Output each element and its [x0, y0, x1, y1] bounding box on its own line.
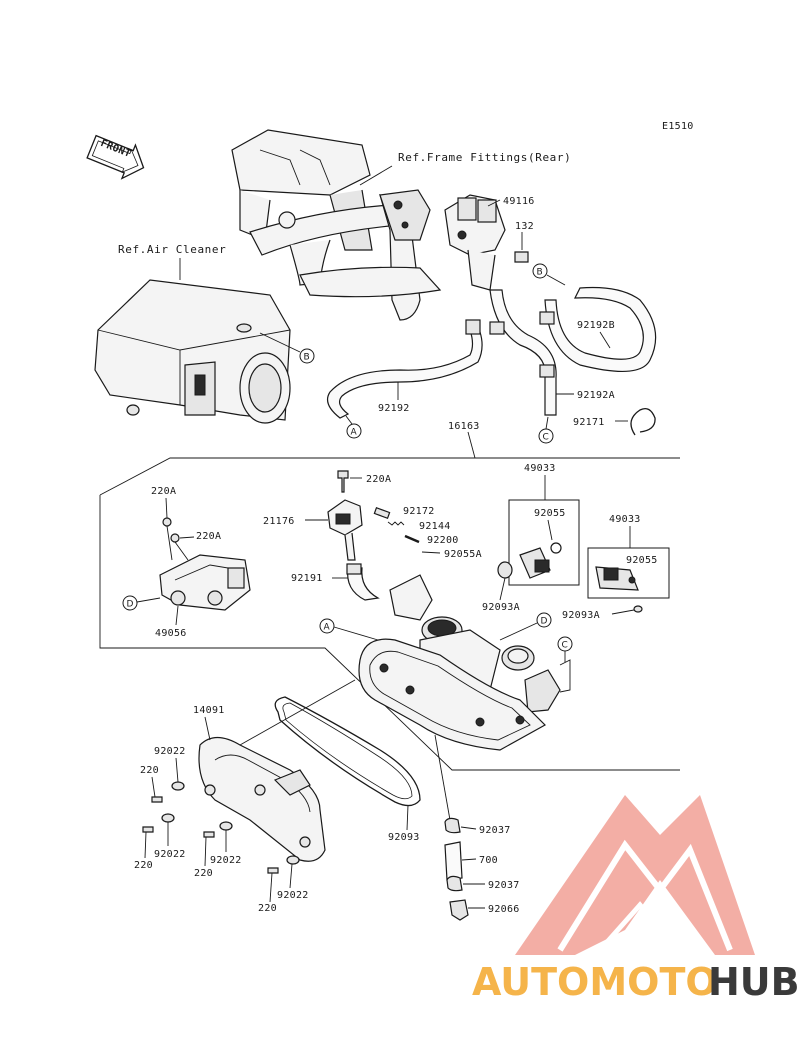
connector-D-left: D — [122, 595, 161, 611]
bracket-49056 — [159, 517, 251, 611]
cover-14091 — [198, 736, 326, 862]
svg-text:D: D — [127, 600, 134, 610]
bolts-washers — [142, 781, 300, 874]
connector-C-top: C — [538, 416, 554, 444]
oring-92055-icon — [550, 542, 562, 554]
watermark-text-automoto: AUTOMOTO — [472, 960, 718, 1004]
label-220-3: 220 — [194, 868, 213, 879]
label-92093: 92093 — [388, 832, 420, 843]
clamp-92171-icon — [630, 407, 656, 436]
connector-A-mid: A — [319, 618, 379, 641]
svg-text:B: B — [537, 268, 543, 278]
injector-49033-b — [595, 566, 639, 591]
label-16163: 16163 — [448, 421, 480, 432]
label-49033-a: 49033 — [524, 463, 556, 474]
screw-220A-icon — [337, 470, 349, 493]
fitting-92066 — [449, 899, 469, 921]
part-92172-icon — [373, 507, 391, 519]
duct-700 — [444, 841, 463, 881]
label-220-2: 220 — [134, 860, 153, 871]
connector-B-top: B — [532, 263, 566, 286]
svg-text:B: B — [304, 353, 310, 363]
diagram-code: E1510 — [662, 121, 694, 132]
label-220A-mid: 220A — [196, 531, 221, 542]
box-49033-a — [508, 499, 580, 586]
hose-92191 — [347, 567, 380, 601]
label-92144: 92144 — [419, 521, 451, 532]
watermark-text-hub: HUB — [708, 960, 800, 1004]
label-92055-b: 92055 — [626, 555, 658, 566]
connector-D-mid: D — [499, 612, 552, 641]
connector-A-top: A — [345, 415, 362, 439]
label-92022-1: 92022 — [154, 746, 186, 757]
cvt-case — [358, 638, 546, 751]
svg-text:A: A — [324, 623, 331, 633]
injector-49033-a — [519, 547, 551, 579]
label-92093A-b: 92093A — [562, 610, 600, 621]
svg-text:A: A — [351, 428, 358, 438]
svg-text:C: C — [543, 433, 549, 443]
label-220-1: 220 — [140, 765, 159, 776]
box-49033-b — [587, 547, 670, 599]
hose-92192 — [327, 319, 483, 419]
ref-air-cleaner: Ref.Air Cleaner — [118, 243, 226, 256]
label-92200: 92200 — [427, 535, 459, 546]
label-14091: 14091 — [193, 705, 225, 716]
pin-92200-icon — [404, 534, 420, 544]
label-92055-a: 92055 — [534, 508, 566, 519]
hose-92192A — [489, 289, 557, 416]
label-92022-3: 92022 — [210, 855, 242, 866]
label-132: 132 — [515, 221, 534, 232]
clamp-92037-b — [446, 875, 463, 892]
label-92022-4: 92022 — [277, 890, 309, 901]
label-92022-2: 92022 — [154, 849, 186, 860]
connector-B-left: B — [259, 332, 315, 364]
watermark-logo — [515, 795, 755, 955]
connector-C-mid: C — [557, 636, 573, 662]
group-outline-16163 — [99, 457, 680, 771]
sensor-21176 — [327, 499, 363, 561]
seal-92093A-icon — [497, 561, 513, 579]
front-arrow-icon — [86, 134, 145, 180]
valve-49116 — [444, 194, 506, 291]
label-49056: 49056 — [155, 628, 187, 639]
label-92037-b: 92037 — [488, 880, 520, 891]
label-92191: 92191 — [291, 573, 323, 584]
label-21176: 21176 — [263, 516, 295, 527]
label-700: 700 — [479, 855, 498, 866]
ref-frame-fittings: Ref.Frame Fittings(Rear) — [398, 151, 571, 164]
label-92093A-a: 92093A — [482, 602, 520, 613]
spring-92144-icon — [387, 521, 405, 526]
label-92055A: 92055A — [444, 549, 482, 560]
belt-92093 — [274, 696, 421, 807]
label-92192A: 92192A — [577, 390, 615, 401]
clamp-92037-a — [444, 817, 461, 834]
svg-text:D: D — [541, 617, 548, 627]
label-220A-top: 220A — [366, 474, 391, 485]
label-220-4: 220 — [258, 903, 277, 914]
rear-frame-fittings — [231, 129, 442, 321]
label-92192: 92192 — [378, 403, 410, 414]
label-92171: 92171 — [573, 417, 605, 428]
air-cleaner-box — [94, 279, 291, 424]
hose-92192B — [539, 286, 657, 373]
label-92066: 92066 — [488, 904, 520, 915]
label-92172: 92172 — [403, 506, 435, 517]
label-92192B: 92192B — [577, 320, 615, 331]
svg-text:C: C — [562, 641, 568, 651]
label-49033-b: 49033 — [609, 514, 641, 525]
label-220A-left: 220A — [151, 486, 176, 497]
label-49116: 49116 — [503, 196, 535, 207]
label-92037-a: 92037 — [479, 825, 511, 836]
